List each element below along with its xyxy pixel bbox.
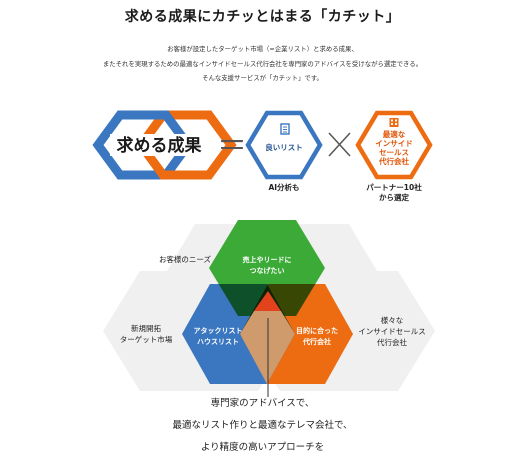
needs-inner-label-2: つなげたい bbox=[250, 266, 285, 275]
building-icon bbox=[389, 118, 399, 127]
times-symbol: × bbox=[328, 132, 351, 157]
bottom-line-2: 最適なリスト作りと最適なテレマ会社で、 bbox=[172, 420, 353, 431]
list-inner-label-1: アタックリスト bbox=[194, 326, 243, 335]
document-icon bbox=[280, 123, 290, 135]
intro-text: お客様が設定したターゲット市場（=企業リスト）と求める成果、 またそれを実現する… bbox=[0, 42, 525, 86]
agency-outer-label-1: 様々な bbox=[381, 315, 404, 325]
agency-inner-label-2: 代行会社 bbox=[302, 337, 331, 346]
bottom-line-1: 専門家のアドバイスで、 bbox=[210, 398, 315, 409]
good-list-hexagon bbox=[245, 110, 323, 180]
center-red-overlap bbox=[254, 291, 281, 311]
best-agency-label-2: インサイド bbox=[375, 139, 413, 148]
good-list-caption: AI分析も bbox=[268, 182, 299, 192]
best-agency-caption-2: から選定 bbox=[379, 192, 409, 202]
best-agency-caption-1: パートナー10社 bbox=[366, 182, 422, 192]
needs-outer-label: お客様のニーズ bbox=[159, 254, 212, 264]
needs-inner-label-1: 売上やリードに bbox=[243, 255, 292, 264]
market-outer-label-1: 新規開拓 bbox=[131, 323, 161, 333]
best-agency-label-1: 最適な bbox=[383, 129, 406, 139]
good-list-label: 良いリスト bbox=[265, 142, 303, 152]
result-label-backdrop bbox=[110, 134, 208, 156]
agency-outer-label-2: インサイドセールス bbox=[358, 327, 426, 336]
bottom-text: 専門家のアドバイスで、 最適なリスト作りと最適なテレマ会社で、 より精度の高いア… bbox=[0, 393, 525, 459]
intro-line-3: そんな支援サービスが「カチット」です。 bbox=[202, 74, 323, 82]
list-inner-label-2: ハウスリスト bbox=[197, 337, 239, 346]
best-agency-hexagon bbox=[355, 110, 433, 180]
market-outer-label-2: ターゲット市場 bbox=[120, 334, 173, 344]
result-label: 求める成果 bbox=[117, 135, 202, 156]
best-agency-label-3: セールス bbox=[379, 148, 409, 157]
intro-line-1: お客様が設定したターゲット市場（=企業リスト）と求める成果、 bbox=[167, 45, 358, 53]
bottom-line-3: より精度の高いアプローチを bbox=[200, 442, 325, 453]
agency-inner-label-1: 目的に合った bbox=[296, 326, 338, 335]
agency-outer-label-3: 代行会社 bbox=[377, 337, 407, 347]
best-agency-label-4: 代行会社 bbox=[378, 156, 409, 166]
intro-line-2: またそれを実現するための最適なインサイドセールス代行会社を専門家のアドバイスを受… bbox=[102, 59, 423, 68]
page-title: 求める成果にカチッとはまる「カチット」 bbox=[124, 9, 401, 25]
equals-symbol: ＝ bbox=[217, 129, 247, 164]
